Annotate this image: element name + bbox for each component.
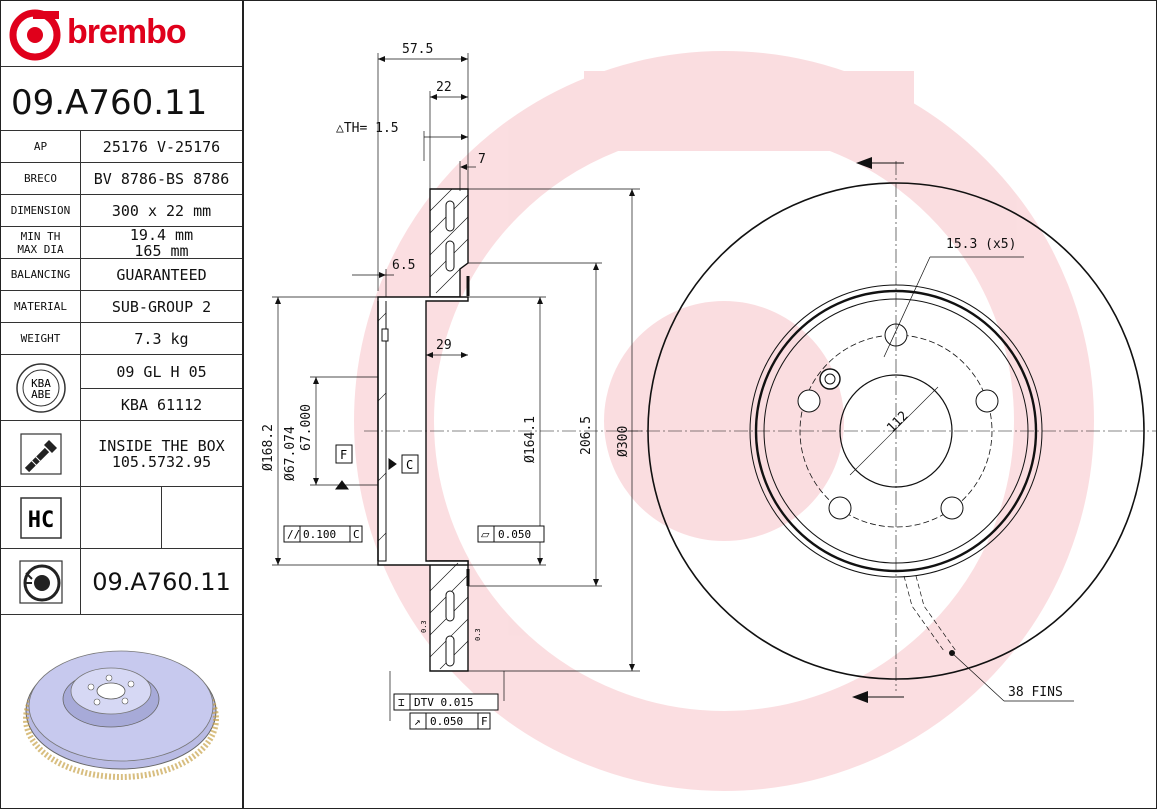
logo-row: brembo — [1, 1, 242, 67]
kba-badge-line2: ABE — [31, 388, 51, 401]
spec-label: WEIGHT — [1, 323, 81, 354]
spec-row: AP 25176 V-25176 — [1, 131, 242, 163]
spec-label: MIN TH MAX DIA — [1, 227, 81, 258]
footer-code: 09.A760.11 — [92, 567, 231, 596]
screw-icon-cell — [1, 421, 81, 486]
runout-frame: ↗ 0.050 F — [409, 712, 491, 730]
kba-value1: 09 GL H 05 — [81, 355, 242, 389]
spec-label: DIMENSION — [1, 195, 81, 226]
runout-ref: F — [481, 715, 488, 728]
pcd-dim: 112 — [884, 409, 911, 436]
section-dimensions — [272, 53, 640, 721]
datum-c: C — [401, 454, 419, 474]
svg-text:↗: ↗ — [414, 715, 421, 728]
dim-6-5: 6.5 — [392, 258, 415, 273]
hc-cell: HC — [1, 487, 81, 548]
technical-drawing: 57.5 22 △TH= 1.5 7 6.5 29 Ø168.2 Ø67.074… — [261, 42, 1156, 791]
dim-67-074: Ø67.074 — [283, 426, 298, 481]
parallelism-ref: C — [353, 528, 360, 541]
disc-3d-image — [23, 650, 219, 780]
screw-icon — [19, 432, 62, 475]
roughness-1: 0.3 — [420, 620, 428, 633]
flatness-value: 0.050 — [498, 528, 531, 541]
datum-c-label: C — [406, 458, 413, 472]
screws-row: INSIDE THE BOX 105.5732.95 — [1, 421, 242, 487]
kba-row: KBA ABE 09 GL H 05 KBA 61112 — [1, 355, 242, 421]
brembo-logo-icon — [9, 9, 61, 61]
dim-206-5: 206.5 — [579, 416, 594, 455]
spec-value: SUB-GROUP 2 — [111, 297, 212, 316]
brand-name: brembo — [67, 13, 187, 51]
spec-label: AP — [1, 131, 81, 162]
spec-row: BRECO BV 8786-BS 8786 — [1, 163, 242, 195]
hole-dim: 15.3 (x5) — [946, 237, 1016, 252]
kba-badge-icon: KBA ABE — [15, 362, 66, 413]
spec-value: BV 8786-BS 8786 — [93, 169, 230, 188]
spec-row: DIMENSION 300 x 22 mm — [1, 195, 242, 227]
dim-164-1: Ø164.1 — [523, 416, 538, 463]
fins-count: 38 FINS — [1008, 685, 1063, 700]
fins-leader-dot — [949, 650, 955, 656]
runout-value: 0.050 — [430, 715, 463, 728]
spec-label: MATERIAL — [1, 291, 81, 322]
hc-divider — [161, 487, 162, 548]
dim-300: Ø300 — [616, 426, 631, 457]
svg-text:⌶: ⌶ — [398, 696, 405, 709]
footer-code-row: 09.A760.11 — [1, 549, 242, 615]
spec-value: 19.4 mm 165 mm — [129, 225, 194, 260]
flatness-frame: ⏥ 0.050 — [477, 525, 545, 543]
hc-label: HC — [27, 508, 54, 533]
dim-22: 22 — [436, 80, 452, 95]
part-number: 09.A760.11 — [11, 83, 208, 123]
section-arrows — [275, 56, 635, 671]
datum-f: F — [335, 444, 353, 464]
hc-icon: HC — [19, 496, 62, 539]
screws-line1: INSIDE THE BOX — [98, 436, 225, 455]
parallelism-value: 0.100 — [303, 528, 336, 541]
datum-f-label: F — [340, 448, 347, 462]
svg-text://: // — [287, 528, 300, 541]
svg-text:⏥: ⏥ — [481, 528, 490, 541]
spec-value: GUARANTEED — [116, 265, 207, 284]
disc-icon-cell — [1, 549, 81, 614]
spec-value: 25176 V-25176 — [102, 137, 221, 156]
dtv-frame: ⌶ DTV 0.015 — [393, 693, 499, 711]
disc-profile-icon — [18, 559, 63, 604]
kba-value2: KBA 61112 — [120, 395, 203, 414]
spec-value: 300 x 22 mm — [111, 201, 212, 220]
section-arrow-top — [856, 157, 872, 169]
part-number-row: 09.A760.11 — [1, 67, 242, 131]
parallelism-frame: // 0.100 C — [283, 525, 363, 543]
dim-67-000: 67.000 — [299, 404, 314, 451]
dim-7: 7 — [478, 152, 486, 167]
kba-badge-line1: KBA — [31, 377, 51, 390]
dim-29: 29 — [436, 338, 452, 353]
hc-row: HC — [1, 487, 242, 549]
roughness-2: 0.3 — [474, 628, 482, 641]
dim-th: △TH= 1.5 — [336, 121, 399, 136]
spec-label: BRECO — [1, 163, 81, 194]
dtv-value: DTV 0.015 — [414, 696, 474, 709]
section-arrow-bottom — [852, 691, 868, 703]
spec-row: MATERIAL SUB-GROUP 2 — [1, 291, 242, 323]
spec-row: WEIGHT 7.3 kg — [1, 323, 242, 355]
front-view — [624, 161, 1156, 702]
spec-value: 7.3 kg — [134, 329, 189, 348]
kba-badge-cell: KBA ABE — [1, 355, 81, 420]
dim-168-2: Ø168.2 — [261, 424, 276, 471]
screws-value: INSIDE THE BOX 105.5732.95 — [81, 421, 242, 486]
spec-row: MIN TH MAX DIA 19.4 mm 165 mm — [1, 227, 242, 259]
screws-line2: 105.5732.95 — [111, 452, 212, 471]
dim-57-5: 57.5 — [402, 42, 433, 57]
spec-row: BALANCING GUARANTEED — [1, 259, 242, 291]
spec-label: BALANCING — [1, 259, 81, 290]
